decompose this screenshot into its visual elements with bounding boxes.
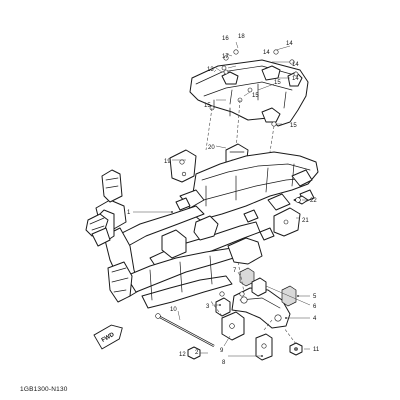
main-frame [85, 151, 319, 309]
rear-bracket-assembly [189, 49, 309, 127]
alignment-lines-upper [205, 99, 275, 153]
callout-16: 16 [222, 36, 229, 42]
callout-3: 3 [206, 304, 210, 310]
callout-11: 11 [313, 347, 320, 353]
callout-14-b: 14 [263, 50, 270, 56]
callout-6: 6 [313, 304, 317, 310]
callout-13: 13 [207, 67, 214, 73]
nut-12 [187, 346, 201, 360]
callout-14-d: 14 [292, 76, 299, 82]
long-bolt-10 [155, 313, 215, 347]
callout-14-c: 14 [292, 62, 299, 68]
callout-17: 17 [222, 54, 229, 60]
callout-1: 1 [127, 210, 131, 216]
callout-5: 5 [313, 294, 317, 300]
callout-15-c: 15 [204, 103, 211, 109]
callout-2: 2 [195, 350, 199, 356]
callout-15-d: 15 [290, 123, 297, 129]
engine-mount-assembly [209, 261, 303, 361]
fwd-direction-badge: FWD [93, 324, 123, 350]
callout-labels: 1 2 3 4 5 6 7 8 9 10 11 12 13 14 14 14 1… [127, 34, 320, 366]
callout-8: 8 [222, 360, 226, 366]
callout-19: 19 [164, 159, 171, 165]
callout-10: 10 [170, 307, 177, 313]
callout-14-a: 14 [286, 41, 293, 47]
callout-7: 7 [233, 268, 237, 274]
callout-15-a: 15 [274, 80, 281, 86]
callout-4: 4 [313, 316, 317, 322]
callout-15-b: 15 [252, 93, 259, 99]
callout-21: 21 [302, 218, 309, 224]
callout-18: 18 [238, 34, 245, 40]
callout-12: 12 [179, 352, 186, 358]
leader-lines [133, 41, 311, 357]
bracket-19 [169, 149, 197, 183]
callout-9: 9 [220, 348, 224, 354]
callout-20: 20 [208, 145, 215, 151]
diagram-reference-code: 1GB1300-N130 [20, 386, 68, 393]
callout-22: 22 [310, 198, 317, 204]
bracket-21 [273, 207, 301, 237]
leader-dots [171, 211, 299, 357]
